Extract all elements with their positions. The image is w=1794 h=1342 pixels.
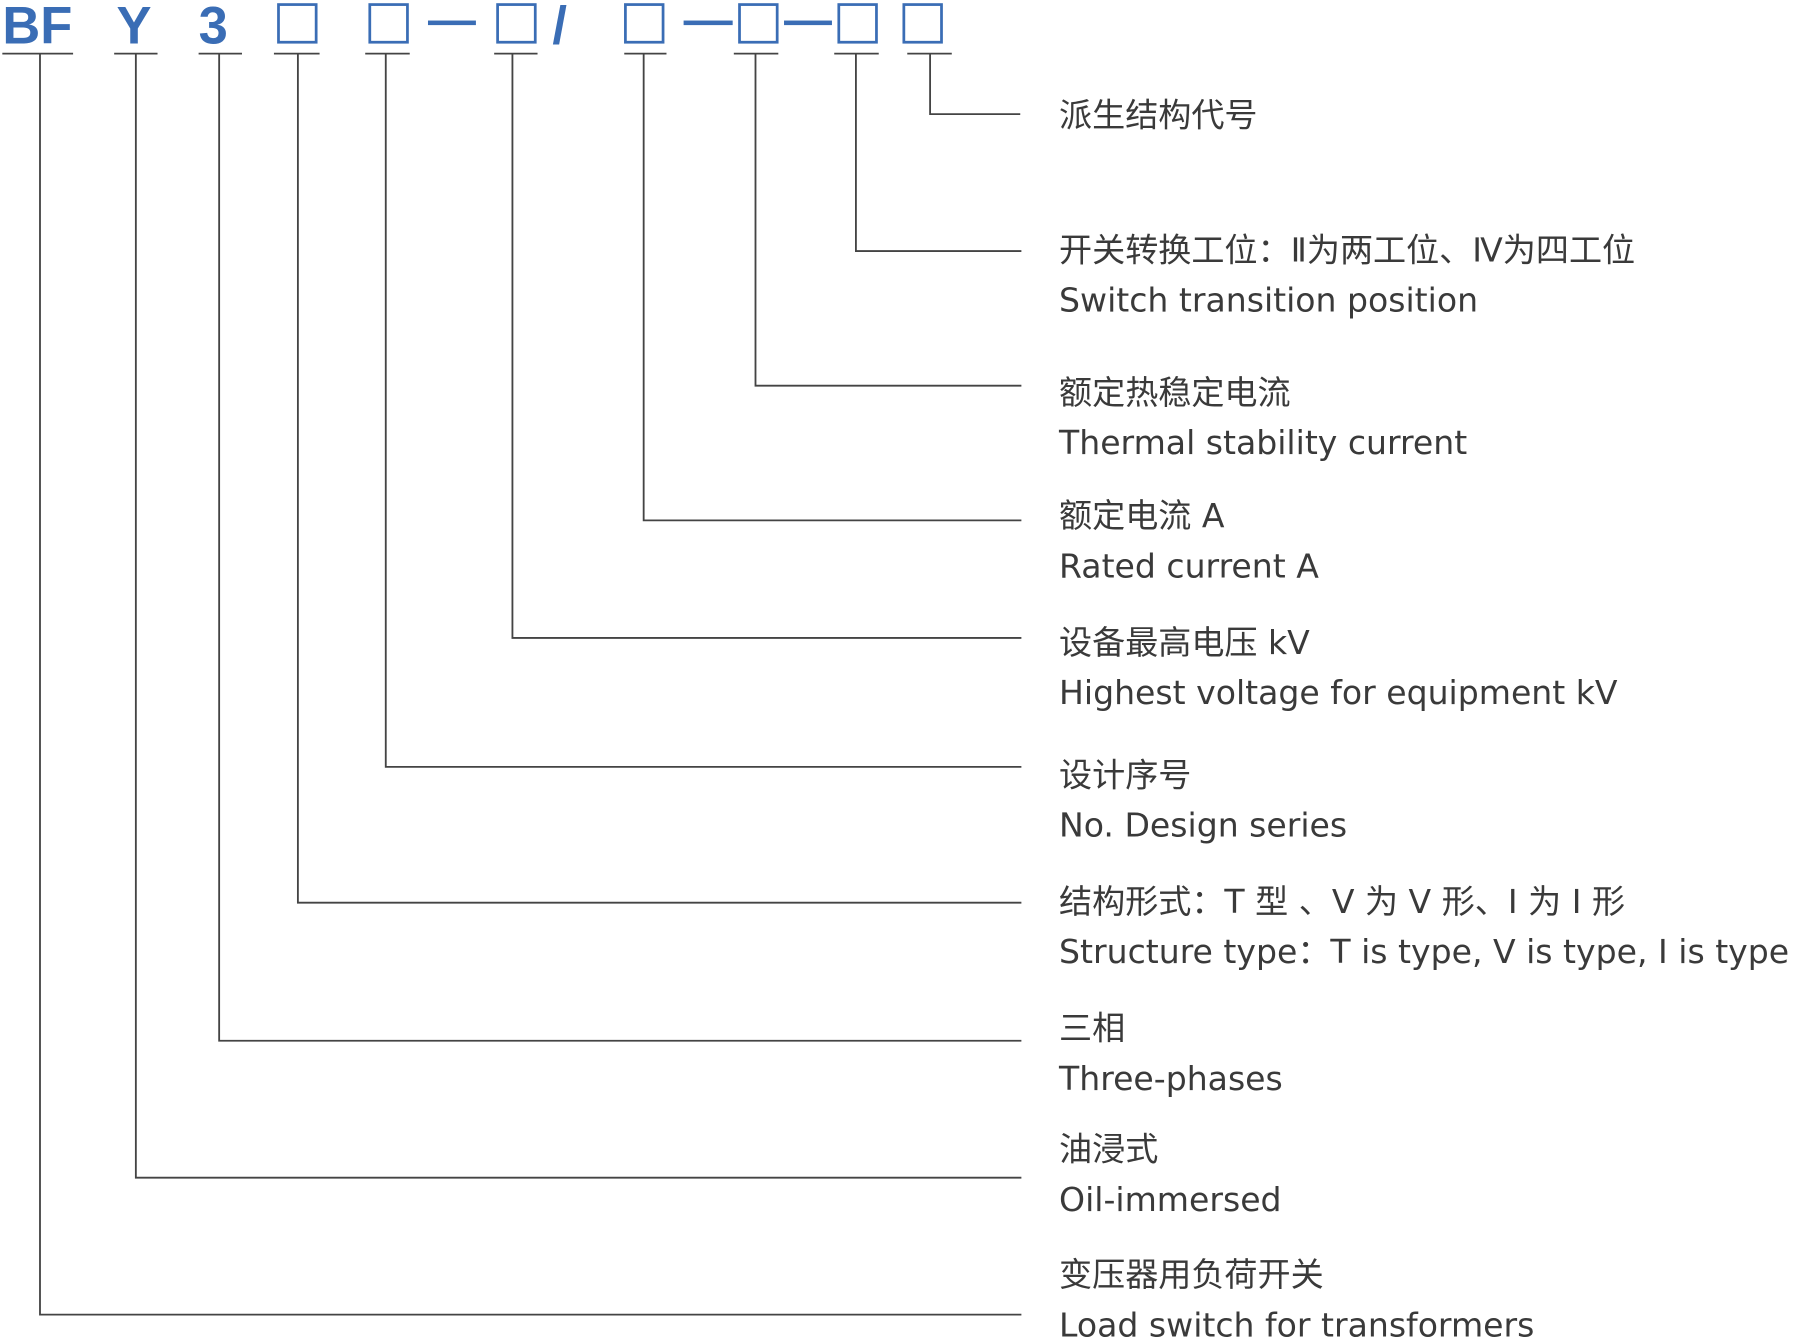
label-cn: 结构形式：T 型 、V 为 V 形、I 为 I 形 (1059, 882, 1625, 921)
code-y: Y (116, 0, 151, 55)
leader-line (511, 53, 1022, 639)
label-cn: 开关转换工位：Ⅱ为两工位、Ⅳ为四工位 (1059, 230, 1635, 269)
label-cn: 额定热稳定电流 (1059, 373, 1291, 412)
label-cn: 额定电流 A (1059, 496, 1225, 535)
label-cn: 三相 (1059, 1009, 1125, 1048)
label-en: Rated current A (1059, 546, 1319, 585)
label-en: No. Design series (1059, 805, 1347, 844)
placeholder-box-position (837, 3, 878, 44)
label-cn: 设计序号 (1059, 755, 1191, 794)
leader-line (855, 53, 1022, 252)
leader-line (218, 53, 1022, 1042)
leader-line (134, 53, 1022, 1179)
label-en: Highest voltage for equipment kV (1059, 673, 1618, 712)
label-cn: 油浸式 (1059, 1130, 1158, 1169)
leader-line (754, 53, 1022, 387)
label-cn: 派生结构代号 (1059, 96, 1257, 135)
label-en: Three-phases (1058, 1059, 1283, 1098)
dash-2 (683, 20, 733, 26)
placeholder-box-structure (277, 3, 318, 44)
placeholder-box-current (624, 3, 665, 44)
code-bf: BF (2, 0, 72, 55)
dash-1 (427, 20, 476, 26)
leader-line (642, 53, 1022, 522)
label-en: Oil-immersed (1059, 1180, 1282, 1219)
label-en: Structure type：T is type, V is type, I i… (1059, 932, 1789, 971)
leader-line (929, 53, 1021, 116)
code-slash: / (552, 0, 567, 55)
dash-3 (784, 20, 832, 26)
leader-line (296, 53, 1022, 904)
leader-lines (2, 52, 1022, 1316)
placeholder-box-voltage (496, 3, 537, 44)
placeholder-box-derived (902, 3, 943, 44)
leader-line (39, 53, 1022, 1316)
model-code: BF Y 3 / (2, 0, 943, 55)
placeholder-box-design (368, 3, 409, 44)
code-3: 3 (199, 0, 228, 55)
label-en: Load switch for transformers (1059, 1305, 1534, 1342)
label-cn: 设备最高电压 kV (1059, 623, 1310, 662)
leader-line (384, 53, 1022, 768)
placeholder-box-thermal (738, 3, 779, 44)
label-cn: 变压器用负荷开关 (1059, 1255, 1324, 1294)
label-en: Thermal stability current (1058, 423, 1467, 462)
label-en: Switch transition position (1059, 281, 1478, 320)
